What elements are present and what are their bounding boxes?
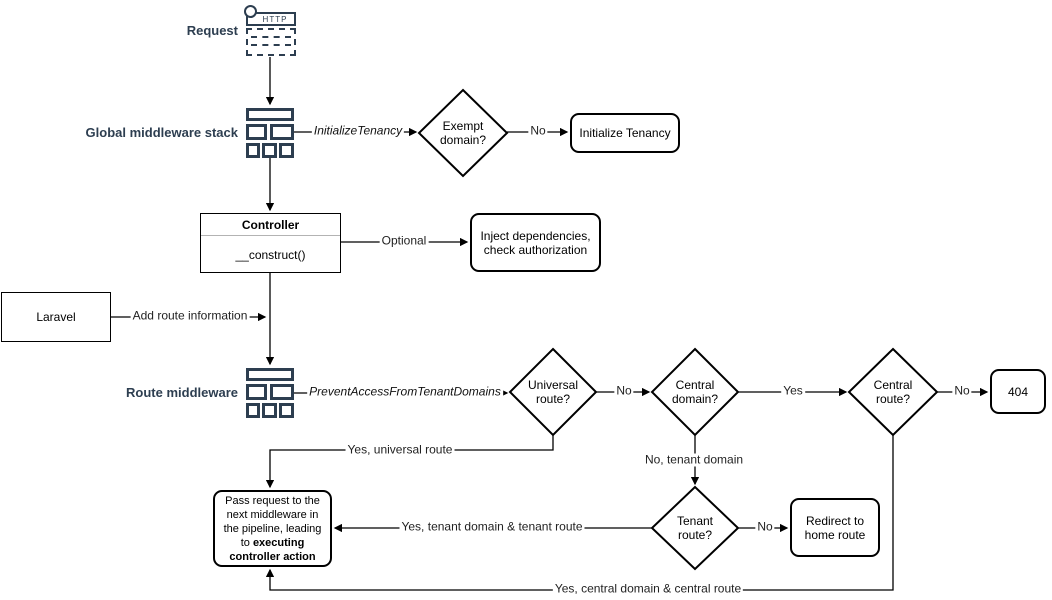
edge-label-central-route-no: No	[952, 383, 972, 398]
http-circle-icon	[244, 5, 257, 18]
exempt-domain-diamond	[417, 88, 509, 178]
edge-label-universal-no: No	[614, 383, 634, 398]
redirect-home-box: Redirect to home route	[790, 498, 880, 557]
404-box: 404	[990, 369, 1046, 414]
edge-label-yes-universal-route: Yes, universal route	[345, 442, 455, 457]
edge-label-central-domain-yes: Yes	[781, 383, 805, 398]
edge-label-exempt-no: No	[528, 123, 548, 138]
central-route-label: Central route?	[873, 378, 913, 406]
edge-label-add-route-information: Add route information	[130, 308, 250, 323]
inject-dependencies-box: Inject dependencies, check authorization	[470, 213, 601, 272]
http-header-icon: HTTP	[246, 12, 296, 26]
central-domain-diamond	[650, 347, 740, 437]
pass-request-text: Pass request to the next middleware in t…	[223, 494, 322, 549]
edge-label-initializetenancy: InitializeTenancy	[311, 123, 405, 138]
global-middleware-stack-caption: Global middleware stack	[85, 125, 238, 140]
request-caption: Request	[186, 23, 238, 38]
edge-label-optional: Optional	[379, 233, 429, 248]
tenant-route-diamond	[650, 485, 740, 571]
exempt-domain-label: Exempt domain?	[439, 119, 487, 147]
edge-label-yes-central-domain-route: Yes, central domain & central route	[552, 581, 744, 596]
edge-label-tenant-route-no: No	[755, 519, 775, 534]
laravel-box: Laravel	[1, 292, 111, 342]
http-body-icon	[246, 28, 296, 56]
universal-route-diamond	[508, 347, 598, 437]
universal-route-label: Universal route?	[527, 378, 578, 406]
controller-construct-method: __construct()	[235, 247, 306, 262]
global-middleware-stack-icon	[246, 108, 294, 158]
route-middleware-icon	[246, 368, 294, 418]
central-route-diamond	[847, 347, 939, 437]
edge-label-preventaccess: PreventAccessFromTenantDomains	[307, 384, 503, 399]
central-domain-label: Central domain?	[671, 378, 719, 406]
http-label: HTTP	[262, 14, 288, 24]
controller-title: Controller	[201, 214, 340, 236]
controller-box: Controller __construct()	[200, 213, 341, 273]
tenant-route-label: Tenant route?	[676, 514, 714, 542]
edge-label-no-tenant-domain: No, tenant domain	[642, 452, 746, 467]
edge-label-yes-tenant-domain-route: Yes, tenant domain & tenant route	[399, 519, 585, 534]
pass-request-box: Pass request to the next middleware in t…	[213, 490, 332, 567]
initialize-tenancy-box: Initialize Tenancy	[570, 113, 680, 153]
route-middleware-caption: Route middleware	[126, 385, 238, 400]
pass-request-bold-text: executing controller action	[229, 536, 316, 563]
